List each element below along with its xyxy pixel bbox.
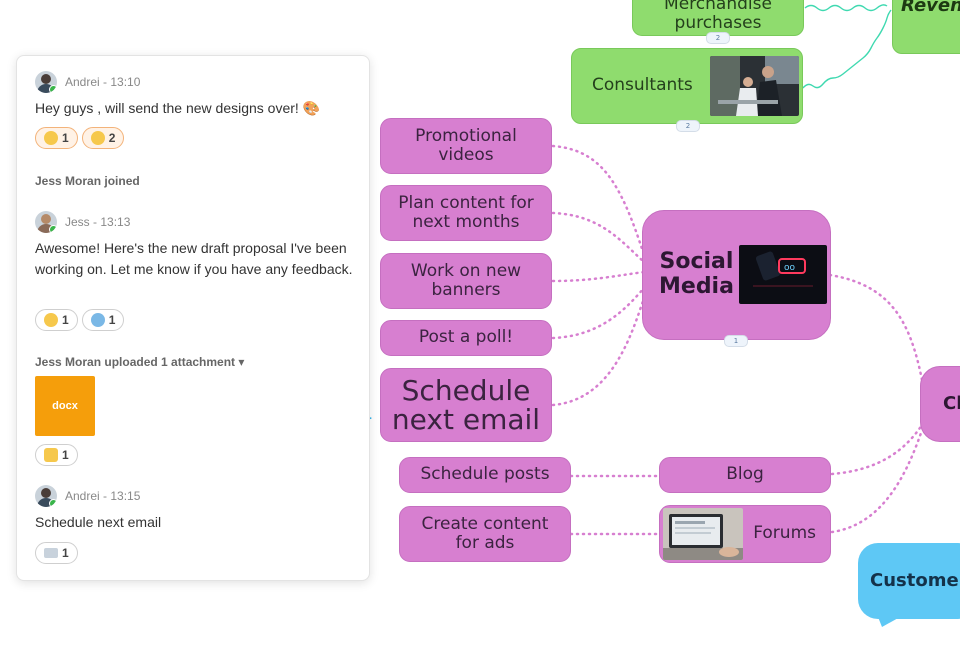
- node-label: Promotional videos: [415, 125, 517, 165]
- connector-consultants-revenue: [802, 9, 892, 89]
- reactions: 1 2: [35, 127, 125, 149]
- node-promotional-videos[interactable]: Promotional videos: [380, 118, 552, 174]
- reaction-smiling-face[interactable]: 2: [81, 127, 125, 149]
- node-label: Custome: [870, 569, 959, 591]
- smiling-face-icon: [90, 131, 105, 145]
- reaction-star-struck[interactable]: 1: [35, 127, 78, 149]
- thumbs-up-icon: [44, 448, 58, 462]
- node-schedule-next-email[interactable]: Schedule next email: [380, 368, 552, 442]
- node-new-banners[interactable]: Work on new banners: [380, 253, 552, 309]
- chat-panel[interactable]: Andrei - 13:10 Hey guys , will send the …: [16, 55, 370, 581]
- node-badge[interactable]: 2: [676, 120, 700, 132]
- node-label: Schedule next email: [391, 373, 541, 436]
- node-label: Create content for ads: [421, 513, 549, 553]
- avatar[interactable]: [35, 211, 57, 233]
- reaction-envelope[interactable]: 1: [35, 542, 78, 564]
- message-text: Awesome! Here's the new draft proposal I…: [35, 240, 353, 277]
- reaction-thumbs-up[interactable]: 1: [35, 444, 78, 466]
- message-meta: Jess - 13:13: [35, 211, 130, 233]
- separator: -: [99, 489, 111, 503]
- envelope-icon: [44, 548, 58, 558]
- node-merchandise-purchases[interactable]: Merchandise purchases: [632, 0, 804, 36]
- customer-callout-tail: [878, 617, 900, 627]
- node-label: Blog: [726, 464, 764, 485]
- reaction-count: 1: [62, 448, 69, 462]
- message-meta: Andrei - 13:15: [35, 485, 140, 507]
- timestamp: 13:13: [100, 215, 131, 229]
- social-media-image: oo: [739, 245, 827, 304]
- message-text: Schedule next email: [35, 514, 162, 530]
- node-badge[interactable]: 2: [706, 32, 730, 44]
- node-plan-content[interactable]: Plan content for next months: [380, 185, 552, 241]
- node-label: Social Media: [659, 249, 734, 299]
- online-status-icon: [49, 499, 57, 507]
- node-revenue[interactable]: Reven: [892, 0, 960, 54]
- reactions: 1: [35, 444, 78, 466]
- node-label: Work on new banners: [410, 260, 522, 300]
- reaction-count: 1: [62, 313, 69, 327]
- node-blog[interactable]: Blog: [659, 457, 831, 493]
- forums-image: [663, 508, 743, 560]
- system-message: Jess Moran joined: [35, 174, 140, 188]
- message-text: Hey guys , will send the new designs ove…: [35, 100, 321, 116]
- author-name: Jess: [65, 215, 90, 229]
- docx-attachment[interactable]: docx: [35, 376, 95, 436]
- consultants-image: [710, 56, 799, 116]
- person-at-desk-icon: [90, 313, 105, 327]
- reactions: 1: [35, 542, 78, 564]
- node-label: Post a poll!: [418, 327, 514, 348]
- reaction-count: 2: [108, 131, 116, 145]
- avatar[interactable]: [35, 71, 57, 93]
- timestamp: 13:15: [110, 489, 141, 503]
- node-label: Consultants: [592, 75, 693, 96]
- avatar[interactable]: [35, 485, 57, 507]
- svg-text:oo: oo: [784, 263, 796, 273]
- reaction-sunglasses-face[interactable]: 1: [35, 309, 78, 331]
- connector-promo: [551, 144, 646, 257]
- node-label: Reven: [901, 0, 960, 16]
- connector-merch-revenue: [804, 4, 888, 12]
- connector-blog-channels: [830, 423, 924, 476]
- connector-schedule-email: [551, 296, 646, 407]
- node-label: Forums: [753, 523, 816, 544]
- node-channels[interactable]: Ch: [920, 366, 960, 442]
- node-label: Merchandise purchases: [664, 0, 772, 33]
- separator: -: [89, 215, 101, 229]
- online-status-icon: [49, 85, 57, 93]
- node-post-poll[interactable]: Post a poll!: [380, 320, 552, 356]
- connector-forums-channels: [830, 428, 924, 534]
- docx-file-icon: docx: [35, 376, 95, 436]
- attachment-upload-message[interactable]: Jess Moran uploaded 1 attachment ▾: [35, 355, 245, 369]
- star-struck-icon: [44, 131, 58, 145]
- author-name: Andrei: [65, 489, 100, 503]
- reaction-count: 1: [62, 546, 69, 560]
- connector-poll: [551, 286, 646, 340]
- connector-social-channels: [828, 273, 924, 382]
- node-create-content-ads[interactable]: Create content for ads: [399, 506, 571, 562]
- node-label: Schedule posts: [420, 464, 550, 485]
- reactions: 1 1: [35, 309, 125, 331]
- node-label: Ch: [943, 392, 960, 414]
- online-status-icon: [49, 225, 57, 233]
- node-schedule-posts[interactable]: Schedule posts: [399, 457, 571, 493]
- separator: -: [99, 75, 111, 89]
- sunglasses-face-icon: [44, 313, 58, 327]
- reaction-count: 1: [108, 313, 116, 327]
- timestamp: 13:10: [110, 75, 141, 89]
- author-name: Andrei: [65, 75, 100, 89]
- message-meta: Andrei - 13:10: [35, 71, 140, 93]
- connector-plan: [551, 211, 646, 264]
- reaction-count: 1: [62, 131, 69, 145]
- node-badge[interactable]: 1: [724, 335, 748, 347]
- reaction-person-at-desk[interactable]: 1: [81, 309, 125, 331]
- connector-banners: [551, 270, 646, 283]
- node-label: Plan content for next months: [398, 192, 534, 232]
- node-customer[interactable]: Custome: [858, 543, 960, 619]
